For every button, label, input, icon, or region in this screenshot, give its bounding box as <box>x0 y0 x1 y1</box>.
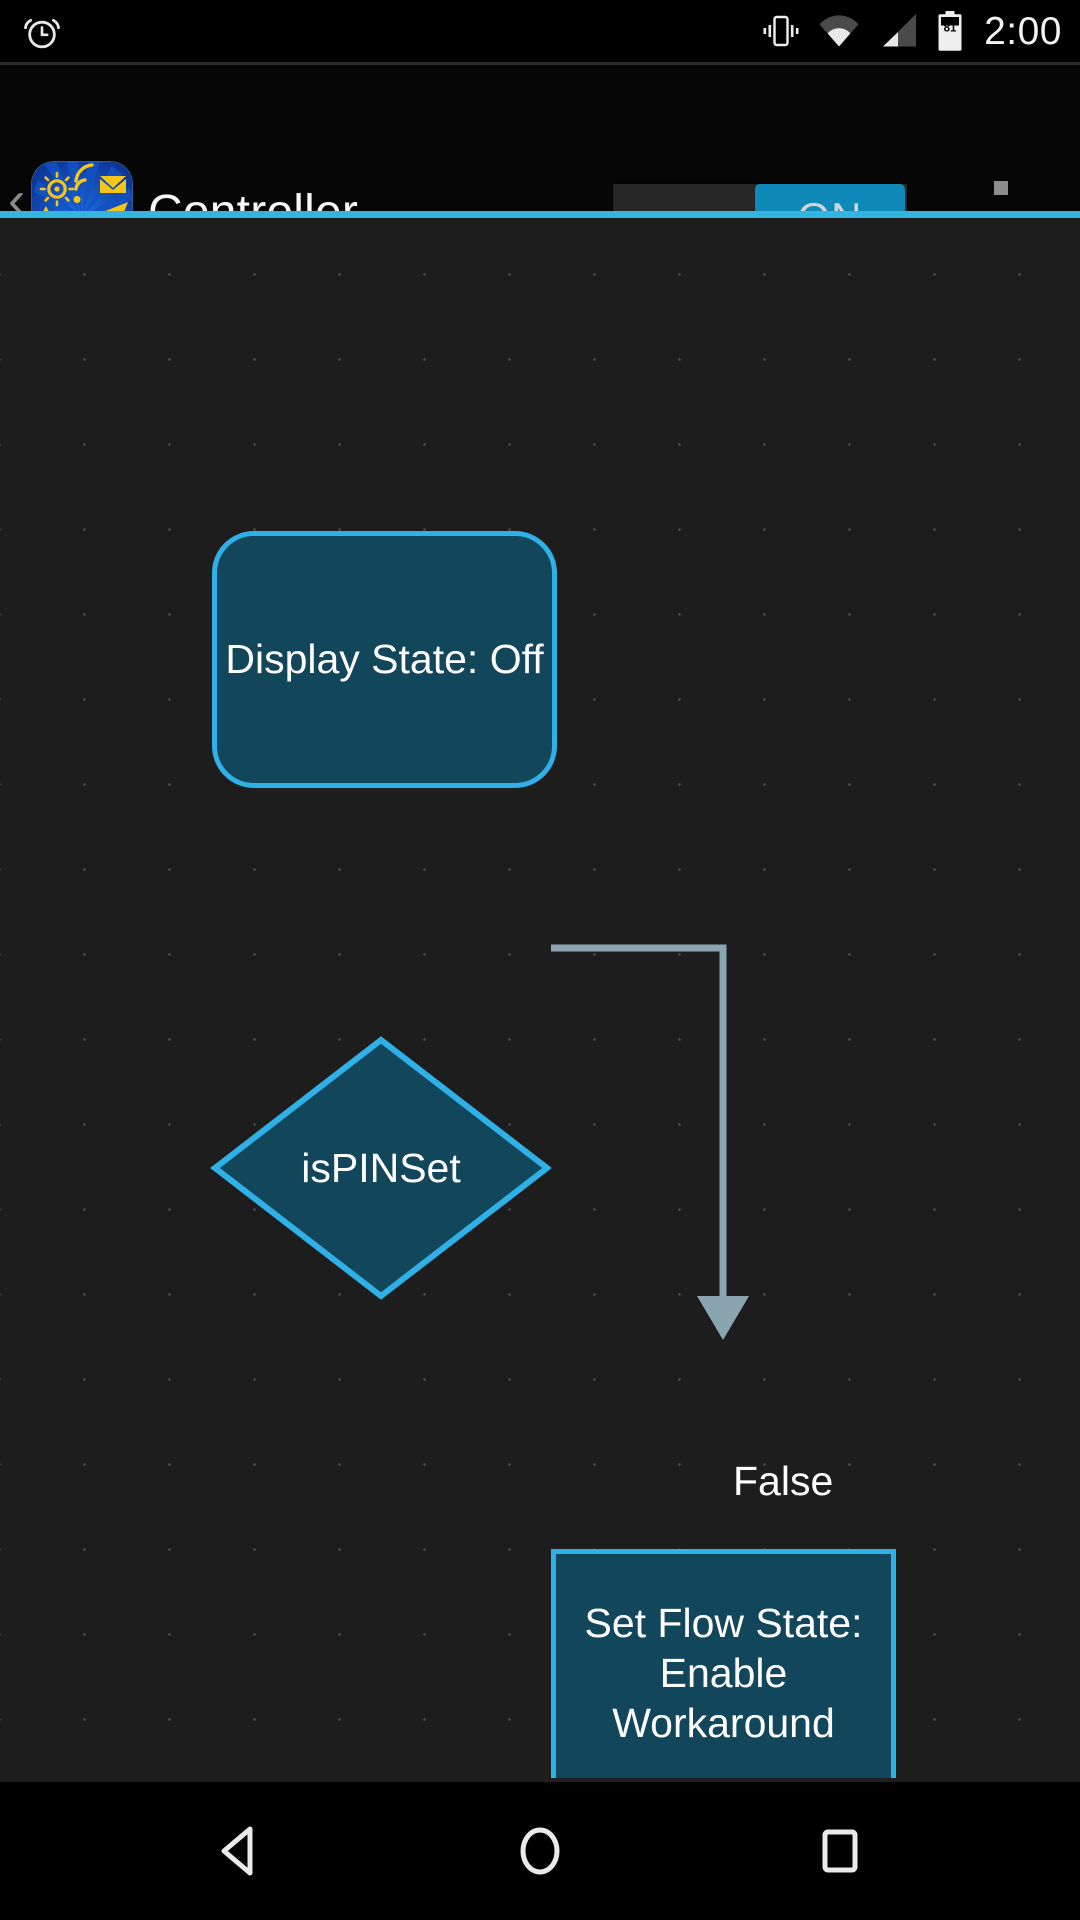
overflow-dot <box>994 181 1008 195</box>
home-circle-icon[interactable] <box>480 1796 600 1906</box>
flow-node-display-state[interactable] <box>212 531 557 788</box>
android-nav-bar <box>0 1778 1080 1920</box>
battery-level-text: 81 <box>944 23 957 35</box>
flow-node-decision[interactable] <box>211 1036 551 1300</box>
app-bar-accent-line <box>0 211 1080 218</box>
flow-edges <box>210 622 749 1340</box>
edge-label-false: False <box>733 1458 834 1504</box>
flow-canvas[interactable]: Display State: Off isPINSet False Set Fl… <box>0 218 1080 1778</box>
back-triangle-icon[interactable] <box>180 1796 300 1906</box>
flow-node-set-flow-state[interactable] <box>551 1549 896 1778</box>
alarm-clock-icon <box>24 18 60 49</box>
status-clock: 2:00 <box>984 9 1062 53</box>
recents-square-icon[interactable] <box>780 1796 900 1906</box>
wifi-icon <box>819 15 859 47</box>
status-icons-group: 81 2:00 <box>762 0 1062 62</box>
cell-signal-icon <box>883 14 917 47</box>
battery-icon: 81 <box>938 11 962 51</box>
status-bar-divider <box>0 62 1080 65</box>
status-bar: 81 2:00 <box>0 0 1080 62</box>
nav-bar-divider <box>0 1778 1080 1782</box>
app-bar: ‹ <box>0 65 1080 262</box>
vibrate-icon <box>763 15 799 47</box>
